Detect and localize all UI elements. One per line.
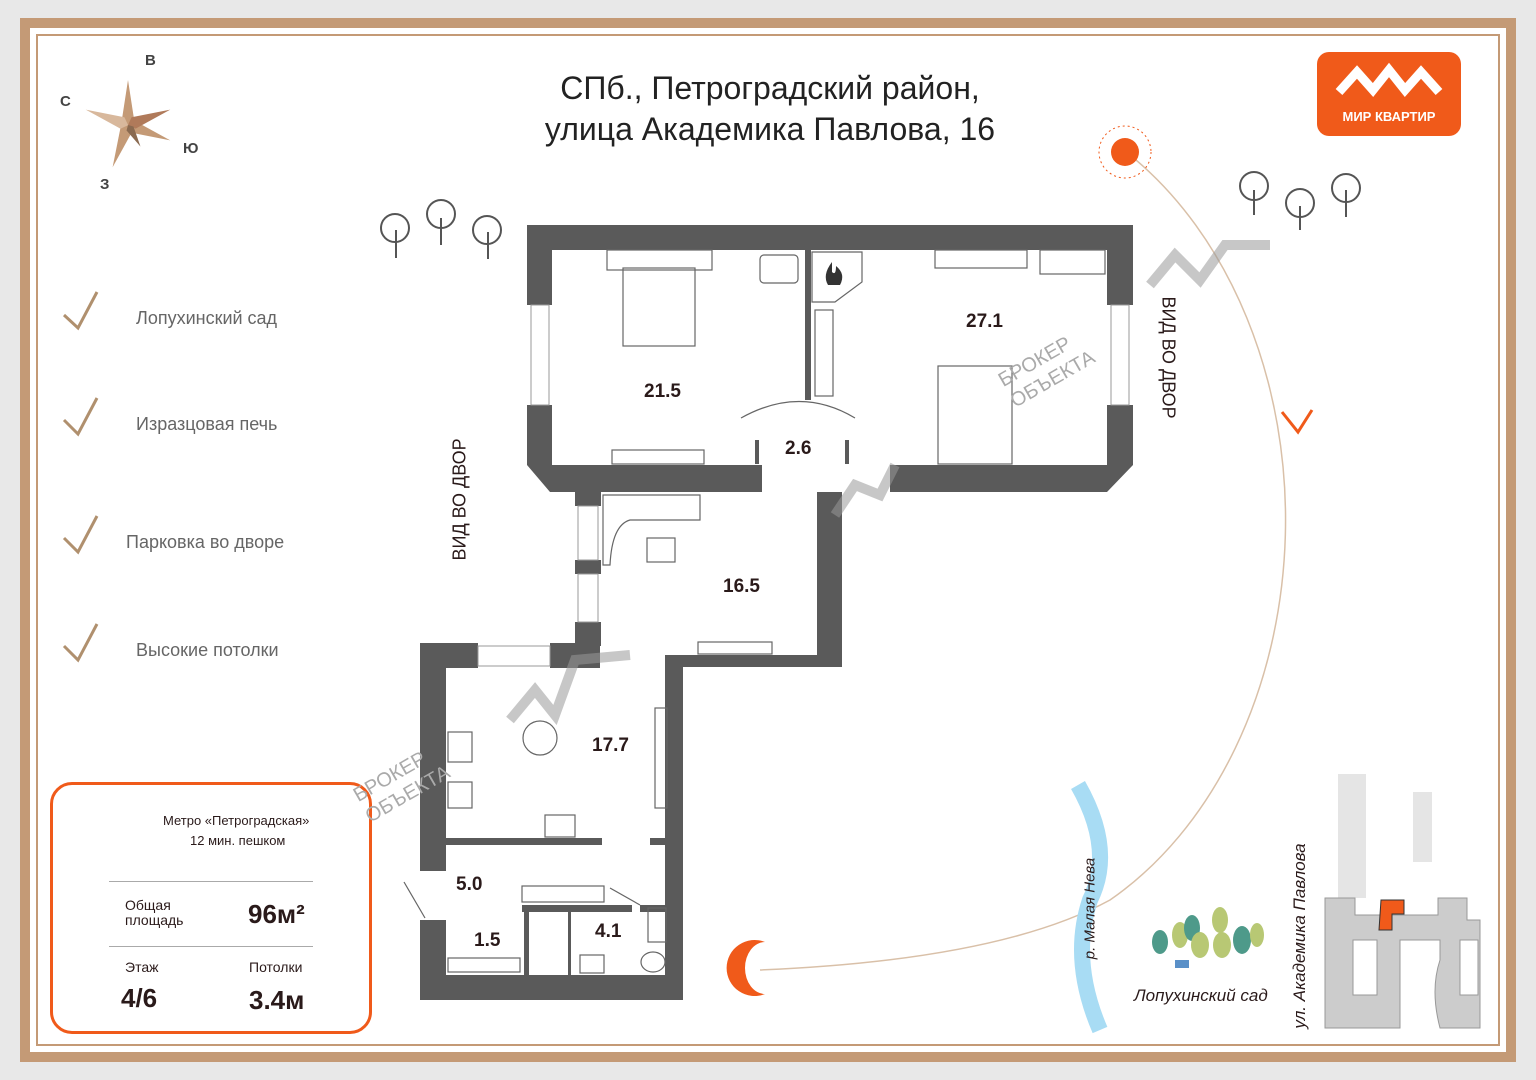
river-label: р. Малая Нева xyxy=(1081,857,1099,960)
title-line-1: СПб., Петроградский район, xyxy=(560,70,980,106)
windows xyxy=(477,304,1130,667)
room-area-label: 2.6 xyxy=(785,438,812,459)
compass-s: З xyxy=(100,176,110,193)
ceiling-value: 3.4м xyxy=(249,985,305,1015)
feature-item: Лопухинский сад xyxy=(60,296,360,346)
area-label-2: площадь xyxy=(125,912,184,928)
watermark-logo-icon xyxy=(506,240,1270,726)
divider xyxy=(109,881,313,882)
compass-w: С xyxy=(60,93,71,110)
fireplace-icon xyxy=(825,262,843,285)
room-area-label: 17.7 xyxy=(592,735,629,756)
feature-item: Парковка во дворе xyxy=(60,520,360,570)
area-value: 96м² xyxy=(248,899,305,929)
room-area-label: 16.5 xyxy=(723,576,760,597)
compass-e: Ю xyxy=(183,140,199,157)
feature-item: Изразцовая печь xyxy=(60,402,360,452)
room-area-label: 5.0 xyxy=(456,874,483,895)
feature-label: Изразцовая печь xyxy=(136,414,278,434)
check-icons xyxy=(62,291,99,663)
arrow-icon xyxy=(1280,409,1314,435)
logo-mark-icon xyxy=(1335,62,1443,97)
logo-text: МИР КВАРТИР xyxy=(1342,109,1436,124)
brand-logo: МИР КВАРТИР xyxy=(1317,52,1461,136)
info-card: Метро «Петроградская» 12 мин. пешком Общ… xyxy=(50,782,372,1034)
feature-label: Лопухинский сад xyxy=(136,308,278,328)
room-area-label: 21.5 xyxy=(644,381,681,402)
compass-n: В xyxy=(145,52,156,69)
divider xyxy=(109,946,313,947)
view-label-right: ВИД ВО ДВОР xyxy=(1158,296,1179,419)
park-label: Лопухинский сад xyxy=(1134,986,1268,1005)
metro-walk-time: 12 мин. пешком xyxy=(190,833,286,848)
floor-value: 4/6 xyxy=(121,983,158,1013)
feature-item: Высокие потолки xyxy=(60,628,360,678)
ceiling-label: Потолки xyxy=(249,959,303,975)
view-label-left: ВИД ВО ДВОР xyxy=(449,438,470,561)
room-area-label: 4.1 xyxy=(595,921,622,942)
page-title: СПб., Петроградский район, улица Академи… xyxy=(470,68,1070,150)
furniture xyxy=(403,249,1106,974)
feature-label: Парковка во дворе xyxy=(126,532,285,552)
sun-icon xyxy=(1098,125,1152,179)
title-line-2: улица Академика Павлова, 16 xyxy=(544,111,996,147)
river-malaya-neva xyxy=(1071,781,1109,1034)
walls xyxy=(420,225,1133,1000)
sun-path-arc xyxy=(759,154,1287,971)
metro-name: Метро «Петроградская» xyxy=(163,813,310,828)
park-trees-icon xyxy=(1152,907,1264,968)
area-label-1: Общая xyxy=(125,897,171,913)
street-label: ул. Академика Павлова xyxy=(1290,843,1309,1029)
compass-rose-icon xyxy=(85,80,171,168)
room-area-label: 1.5 xyxy=(474,930,501,951)
moon-icon xyxy=(726,940,765,997)
feature-label: Высокие потолки xyxy=(136,640,279,660)
room-area-label: 27.1 xyxy=(966,311,1003,332)
trees-icon xyxy=(380,171,1361,259)
floor-label: Этаж xyxy=(125,959,159,975)
building-map xyxy=(1324,774,1481,1029)
